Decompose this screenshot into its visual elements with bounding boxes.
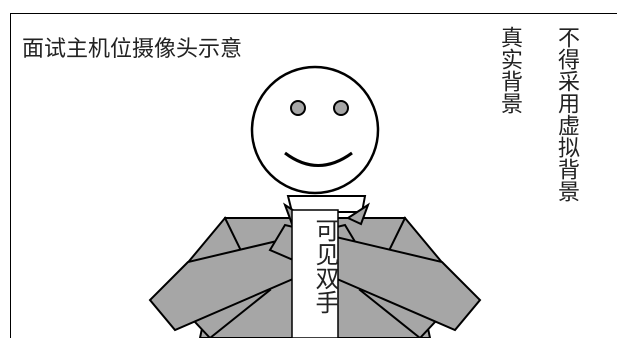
camera-frame-border: [10, 13, 617, 338]
shirt-strip: [291, 209, 339, 338]
collar-right: [345, 202, 370, 226]
right-eye: [333, 100, 349, 116]
left-eye: [290, 100, 306, 116]
no-virtual-background-label: 不得采用虚拟背景: [554, 26, 579, 202]
mouth: [284, 151, 353, 167]
real-background-label: 真实背景: [497, 26, 522, 114]
head: [250, 65, 380, 195]
diagram-title: 面试主机位摄像头示意: [22, 37, 243, 62]
hands-visible-label: 可见双手: [311, 218, 339, 314]
